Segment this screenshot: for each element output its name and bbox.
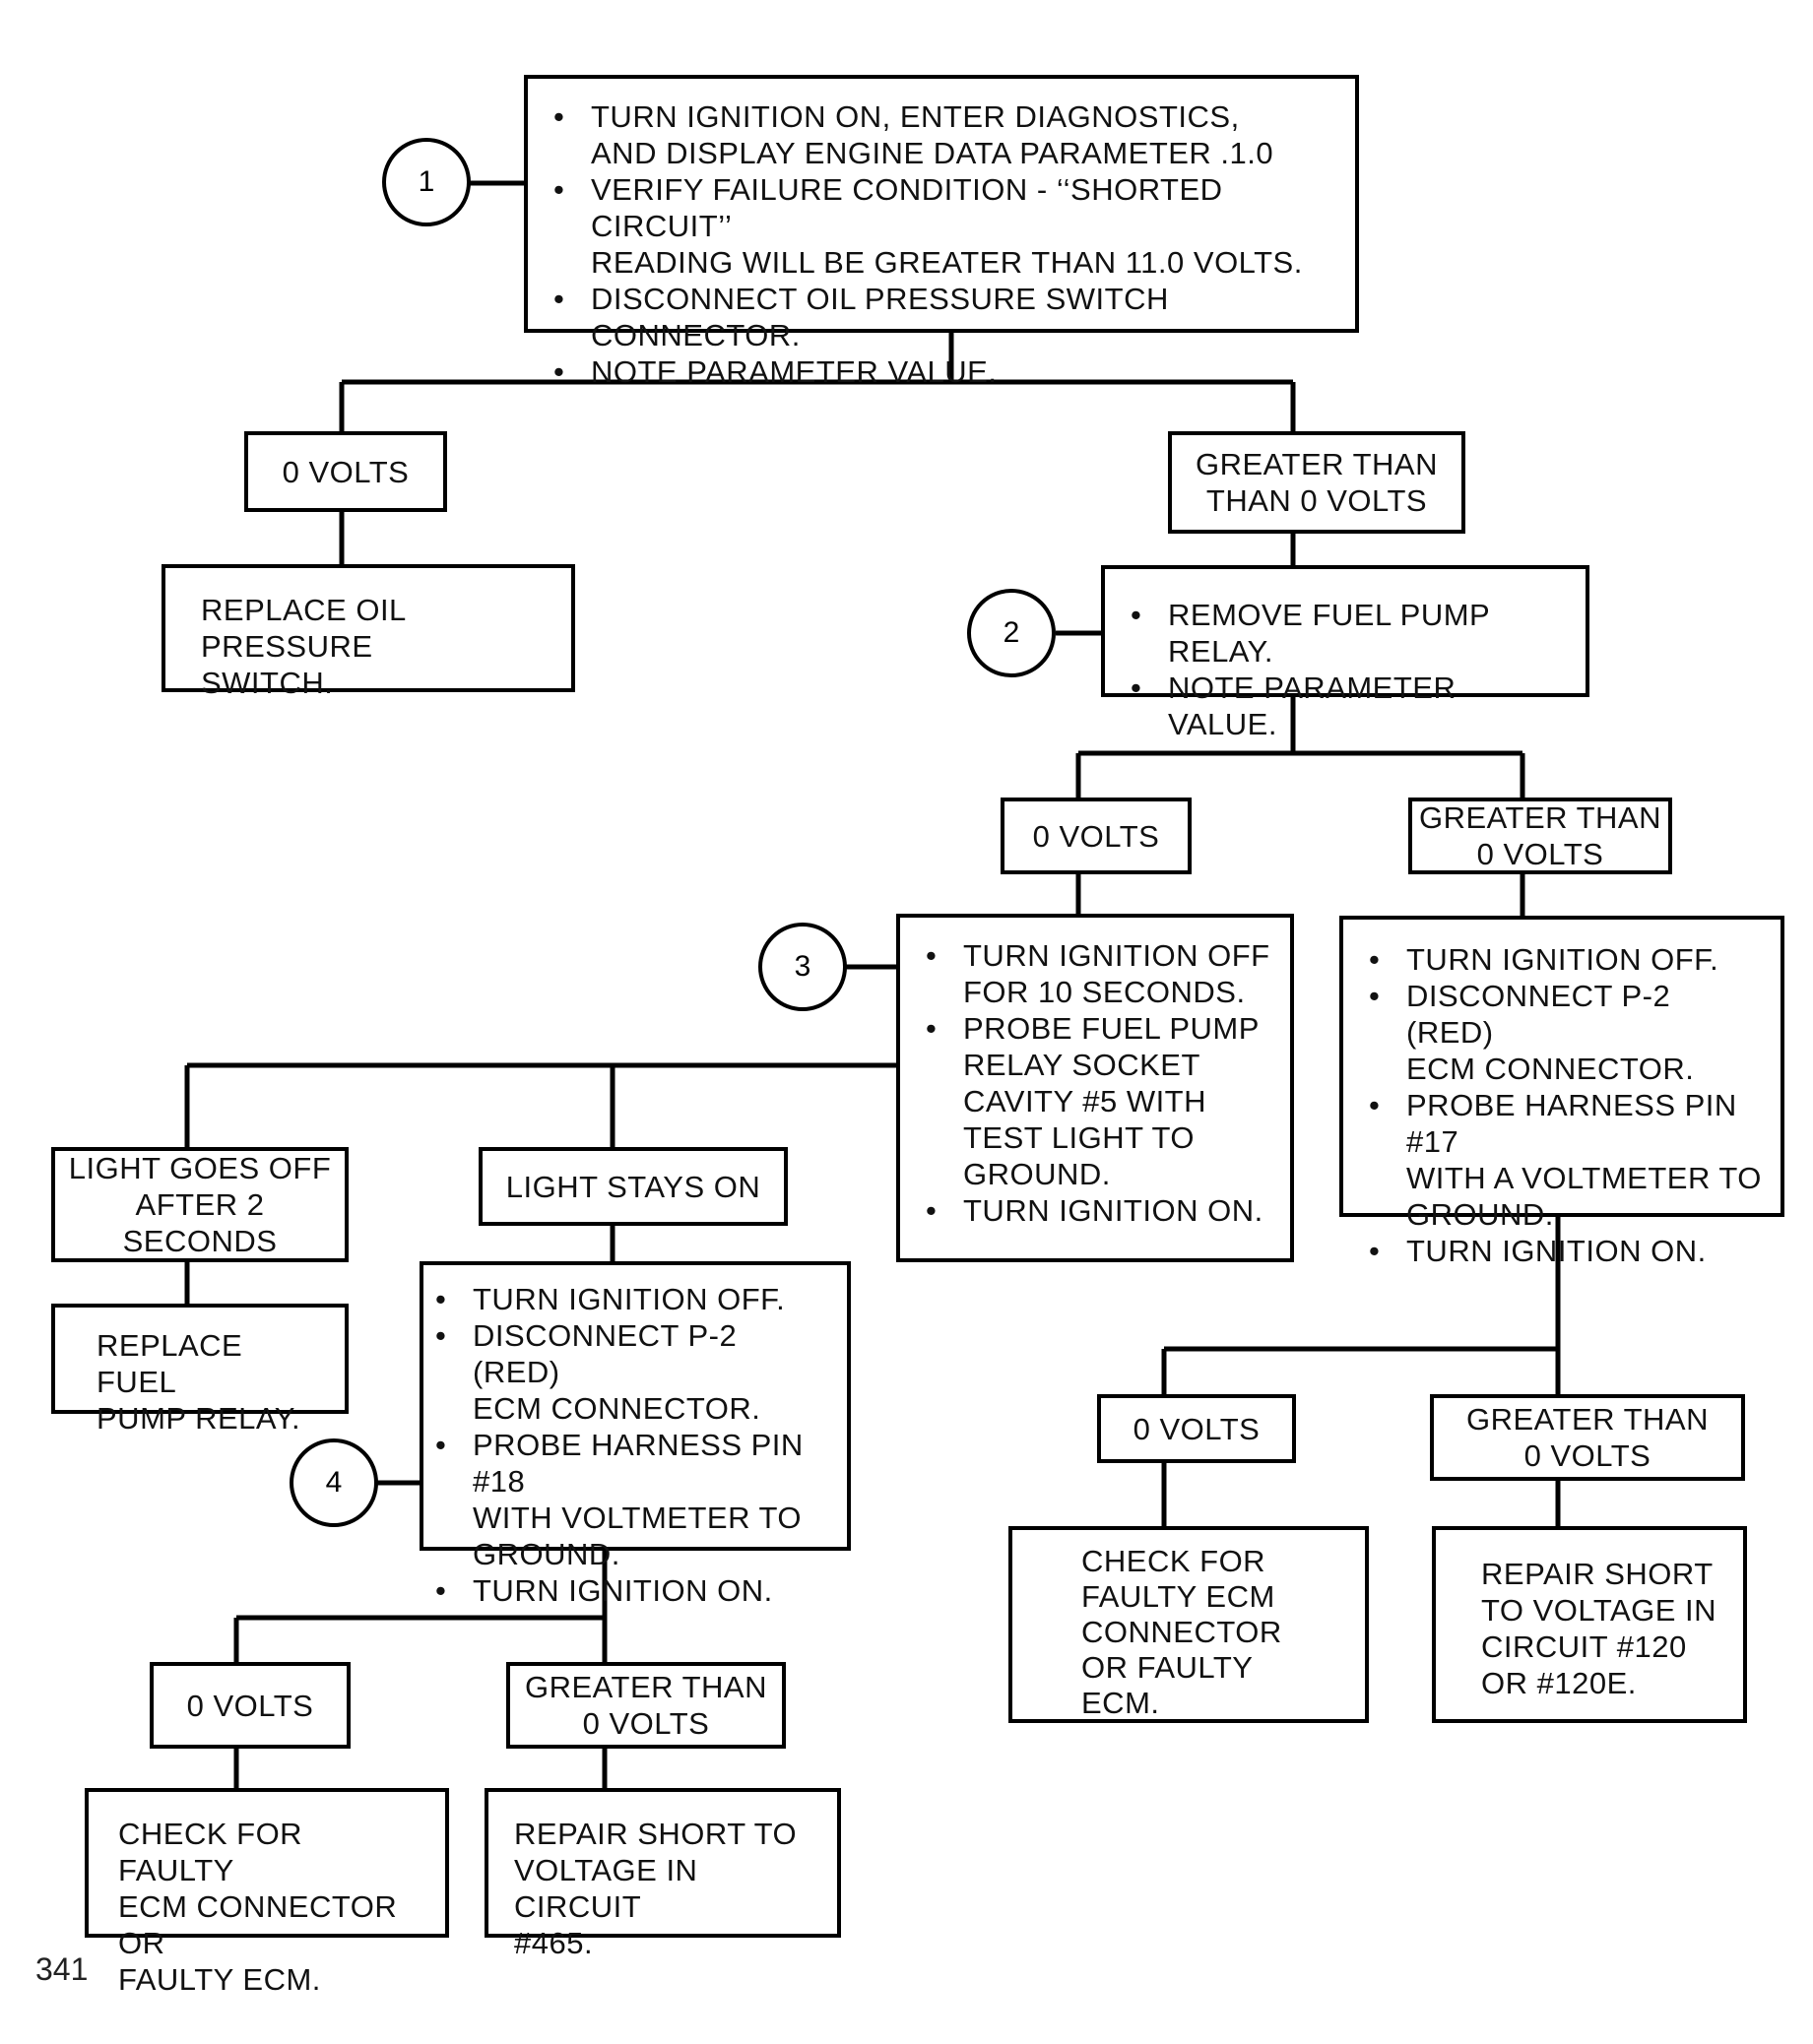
action-check-faulty-ecm: CHECK FOR FAULTY ECM CONNECTOR OR FAULTY… bbox=[85, 1788, 449, 1997]
step-1-item: TURN IGNITION ON, ENTER DIAGNOSTICS, AND… bbox=[548, 98, 1337, 171]
step-5-item: TURN IGNITION ON. bbox=[1363, 1233, 1763, 1269]
step-3-list: TURN IGNITION OFF FOR 10 SECONDS. PROBE … bbox=[920, 937, 1272, 1229]
outcome-light-goes-off: LIGHT GOES OFF AFTER 2 SECONDS bbox=[51, 1147, 349, 1262]
outcome-0-volts: 0 VOLTS bbox=[1001, 798, 1192, 874]
step-4-item: DISCONNECT P-2 (RED) ECM CONNECTOR. bbox=[429, 1317, 829, 1427]
step-2-item: REMOVE FUEL PUMP RELAY. bbox=[1125, 597, 1568, 670]
step-5-list: TURN IGNITION OFF. DISCONNECT P-2 (RED) … bbox=[1363, 941, 1763, 1269]
step-5-item: TURN IGNITION OFF. bbox=[1363, 941, 1763, 978]
step-4-box: TURN IGNITION OFF. DISCONNECT P-2 (RED) … bbox=[420, 1261, 851, 1609]
step-2-item: NOTE PARAMETER VALUE. bbox=[1125, 670, 1568, 742]
action-repair-short-circuit-465: REPAIR SHORT TO VOLTAGE IN CIRCUIT #465. bbox=[485, 1788, 841, 1960]
action-replace-fuel-pump-relay: REPLACE FUEL PUMP RELAY. bbox=[51, 1304, 349, 1436]
step-1-item: DISCONNECT OIL PRESSURE SWITCH CONNECTOR… bbox=[548, 281, 1337, 353]
step-1-list: TURN IGNITION ON, ENTER DIAGNOSTICS, AND… bbox=[548, 98, 1337, 390]
step-2-box: REMOVE FUEL PUMP RELAY. NOTE PARAMETER V… bbox=[1101, 565, 1589, 741]
action-repair-short-circuit-120: REPAIR SHORT TO VOLTAGE IN CIRCUIT #120 … bbox=[1432, 1526, 1747, 1723]
step-4-item: TURN IGNITION ON. bbox=[429, 1572, 829, 1609]
step-1-item: VERIFY FAILURE CONDITION - ‘‘SHORTED CIR… bbox=[548, 171, 1337, 281]
step-4-number: 4 bbox=[290, 1438, 378, 1527]
step-3-item: TURN IGNITION ON. bbox=[920, 1192, 1272, 1229]
step-2-list: REMOVE FUEL PUMP RELAY. NOTE PARAMETER V… bbox=[1125, 597, 1568, 742]
step-4-list: TURN IGNITION OFF. DISCONNECT P-2 (RED) … bbox=[429, 1281, 829, 1609]
step-5-box: TURN IGNITION OFF. DISCONNECT P-2 (RED) … bbox=[1339, 916, 1784, 1269]
outcome-light-stays-on: LIGHT STAYS ON bbox=[479, 1147, 788, 1226]
step-4-item: TURN IGNITION OFF. bbox=[429, 1281, 829, 1317]
step-4-item: PROBE HARNESS PIN #18 WITH VOLTMETER TO … bbox=[429, 1427, 829, 1572]
step-3-item: PROBE FUEL PUMP RELAY SOCKET CAVITY #5 W… bbox=[920, 1010, 1272, 1192]
action-check-faulty-ecm: CHECK FOR FAULTY ECM CONNECTOR OR FAULTY… bbox=[1008, 1526, 1369, 1723]
outcome-0-volts: 0 VOLTS bbox=[1097, 1394, 1296, 1463]
outcome-0-volts: 0 VOLTS bbox=[150, 1662, 351, 1749]
step-1-item: NOTE PARAMETER VALUE. bbox=[548, 353, 1337, 390]
action-replace-oil-pressure-switch: REPLACE OIL PRESSURE SWITCH. bbox=[162, 564, 575, 700]
outcome-greater-than-0-volts: GREATER THAN 0 VOLTS bbox=[1430, 1394, 1745, 1481]
outcome-greater-than-0-volts: GREATER THAN 0 VOLTS bbox=[1408, 798, 1672, 874]
step-1-number: 1 bbox=[382, 138, 471, 226]
step-2-number: 2 bbox=[967, 589, 1056, 677]
outcome-0-volts: 0 VOLTS bbox=[244, 431, 447, 512]
step-1-box: TURN IGNITION ON, ENTER DIAGNOSTICS, AND… bbox=[524, 75, 1359, 390]
step-5-item: DISCONNECT P-2 (RED) ECM CONNECTOR. bbox=[1363, 978, 1763, 1087]
step-3-box: TURN IGNITION OFF FOR 10 SECONDS. PROBE … bbox=[896, 914, 1294, 1262]
step-5-item: PROBE HARNESS PIN #17 WITH A VOLTMETER T… bbox=[1363, 1087, 1763, 1233]
outcome-greater-than-0-volts: GREATER THAN 0 VOLTS bbox=[506, 1662, 786, 1749]
step-3-item: TURN IGNITION OFF FOR 10 SECONDS. bbox=[920, 937, 1272, 1010]
page-number: 341 bbox=[35, 1951, 89, 1987]
outcome-greater-than-0-volts: GREATER THAN THAN 0 VOLTS bbox=[1168, 431, 1465, 534]
step-3-number: 3 bbox=[758, 923, 847, 1011]
